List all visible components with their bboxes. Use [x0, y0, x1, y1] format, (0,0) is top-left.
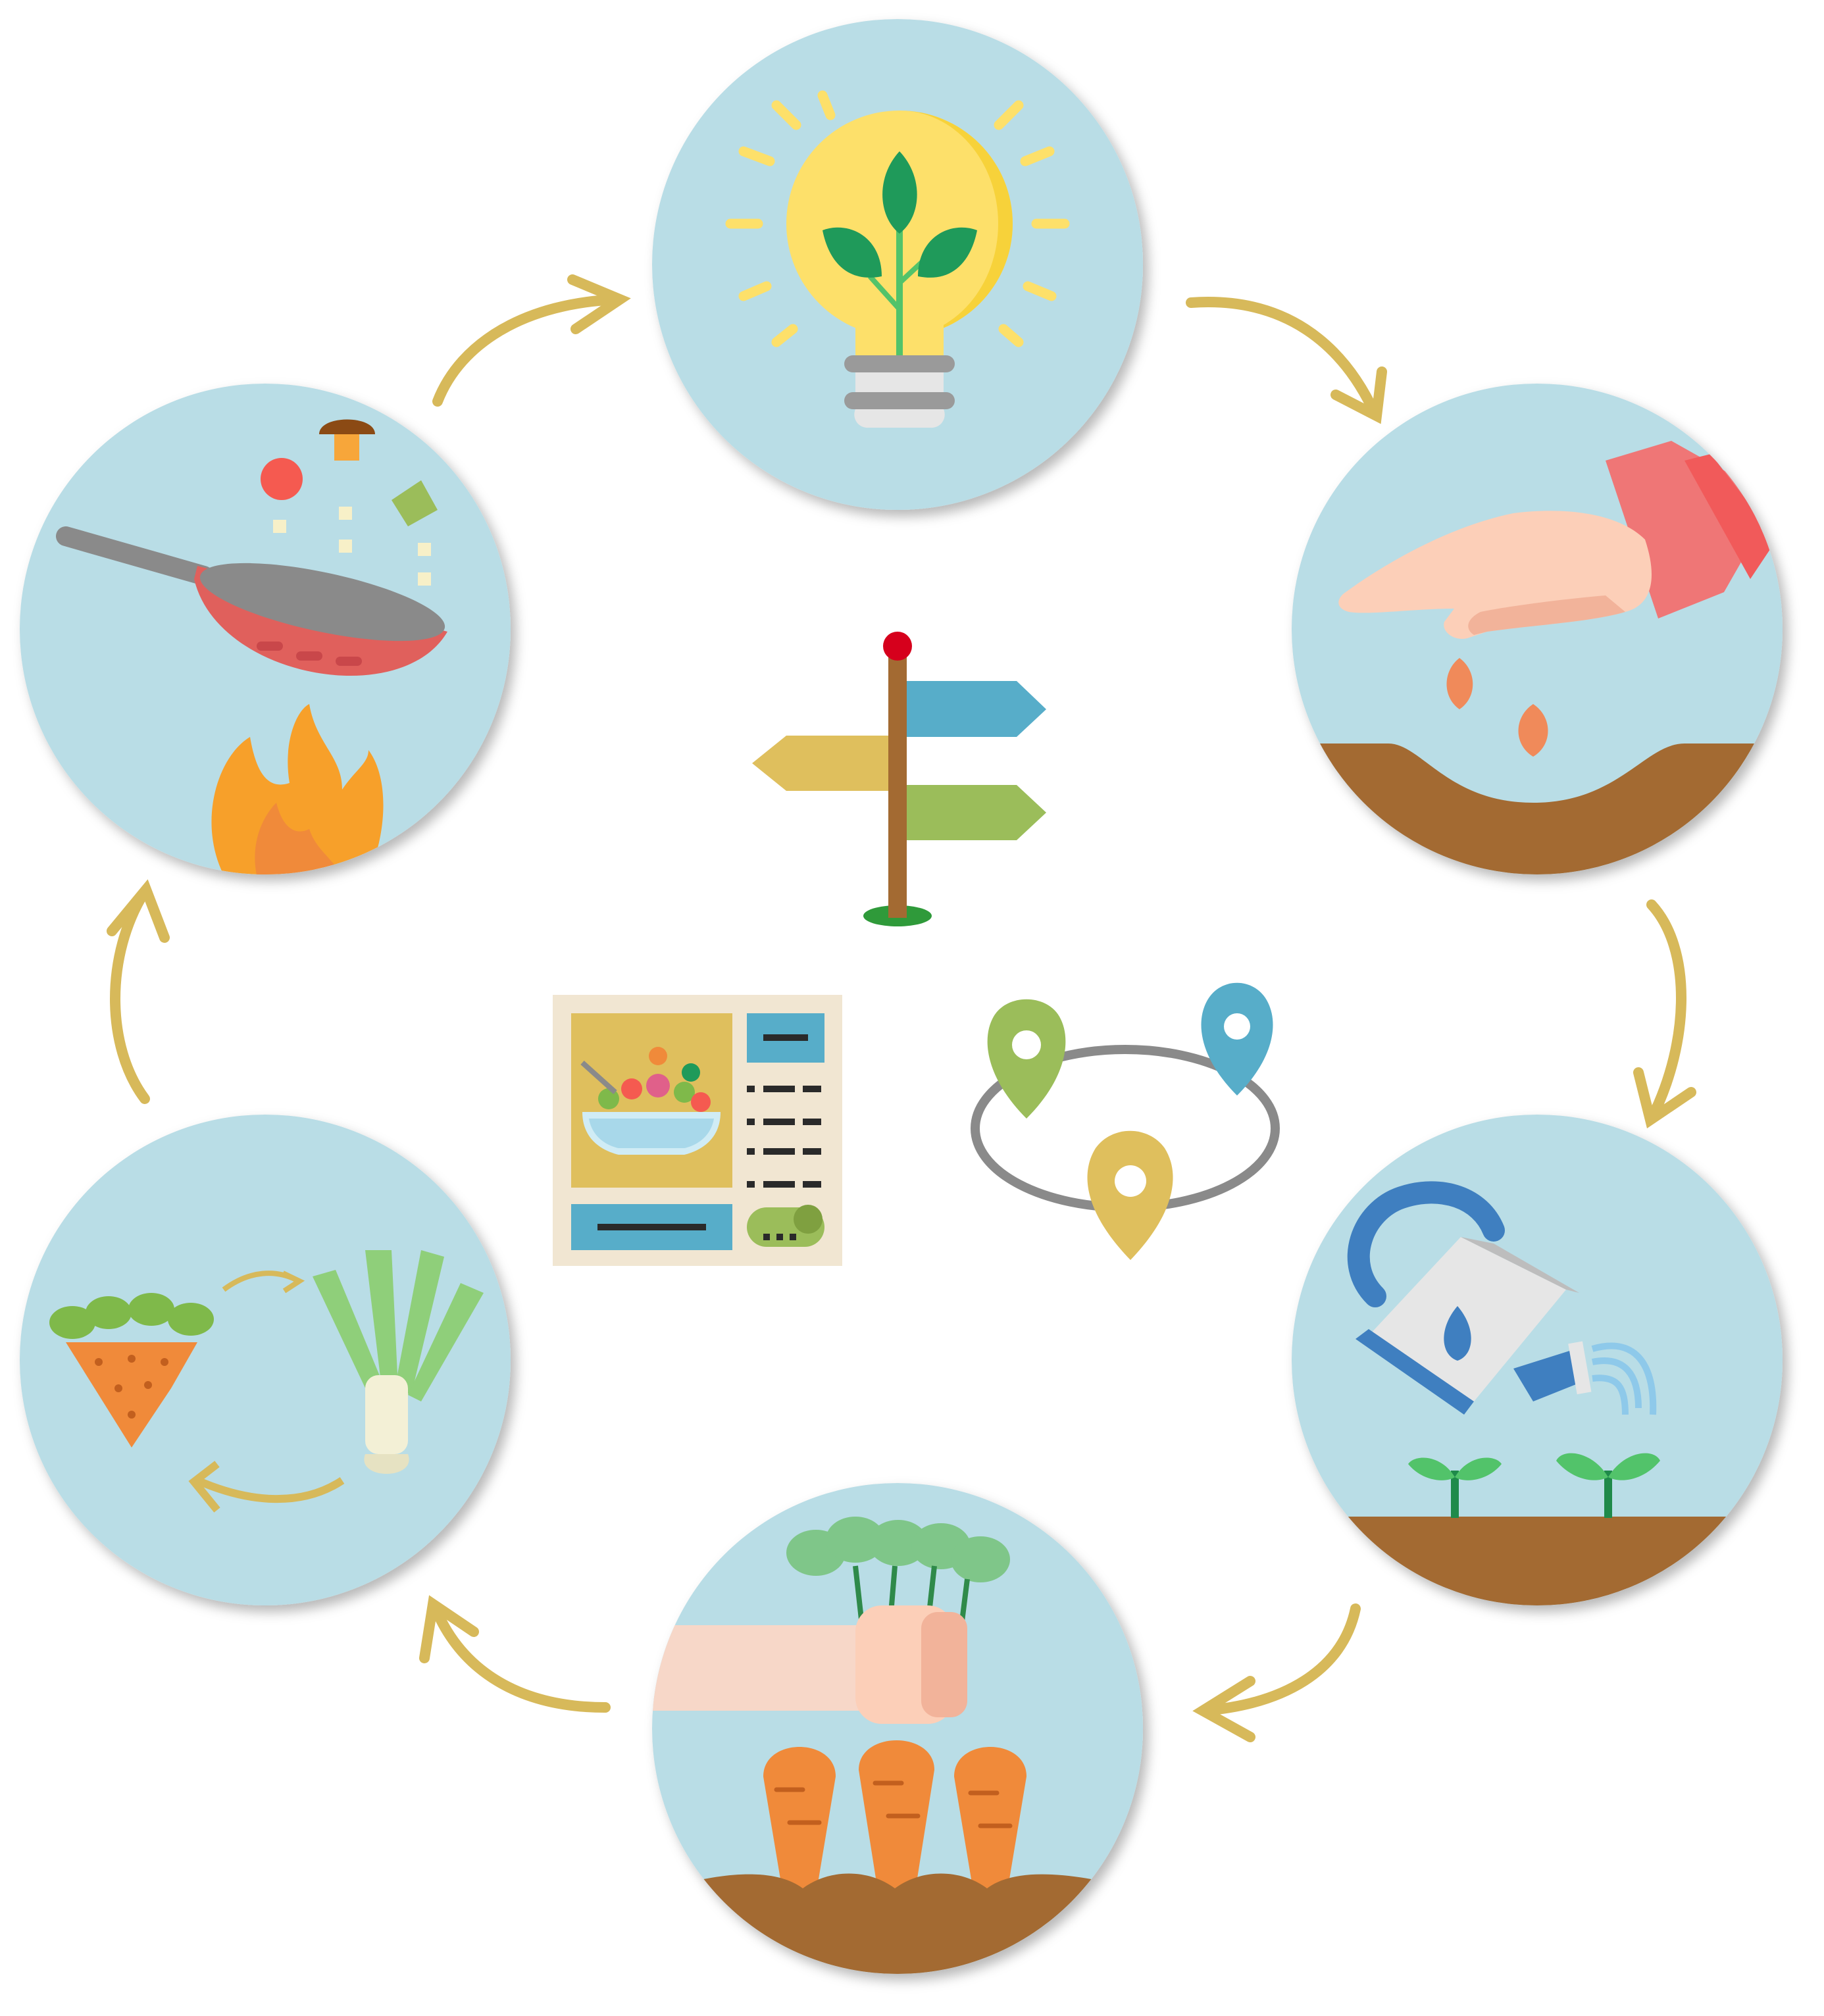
lightbulb-sprout-icon	[725, 90, 1070, 428]
recipe-card-icon	[553, 995, 842, 1266]
arrow-sow-to-water	[1633, 899, 1696, 1129]
step-rotate-circle	[20, 1115, 511, 1605]
step-idea	[652, 19, 1143, 510]
step-cook	[20, 384, 511, 874]
step-rotate	[20, 1115, 511, 1605]
arrow-rotate-to-cook	[107, 879, 170, 1104]
map-pins-loop-icon	[971, 982, 1280, 1260]
step-water	[1292, 1115, 1783, 1605]
arrow-water-to-harvest	[1192, 1603, 1361, 1742]
cycle-arrows	[107, 274, 1696, 1742]
frying-pan-fire-icon	[56, 419, 447, 874]
step-harvest-circle	[652, 1483, 1143, 1974]
step-harvest	[652, 1483, 1143, 1974]
arrow-cook-to-idea	[432, 274, 631, 407]
crop-rotation-carrot-leek-icon	[49, 1250, 484, 1513]
step-water-circle	[1292, 1115, 1783, 1605]
signpost-icon	[752, 632, 1046, 926]
arrow-harvest-to-rotate	[419, 1595, 611, 1713]
arrow-idea-to-sow	[1186, 297, 1387, 424]
hand-sowing-seeds-icon	[1292, 441, 1783, 874]
step-sow	[1292, 384, 1783, 874]
